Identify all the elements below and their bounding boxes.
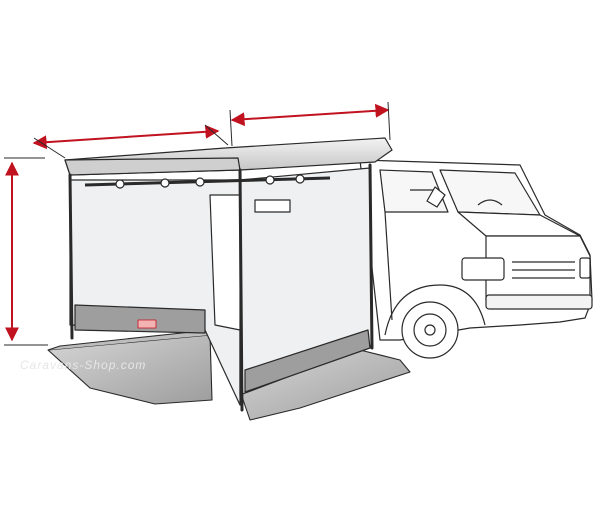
van-front — [485, 235, 591, 301]
vent-window — [254, 199, 291, 213]
door-curtain — [209, 194, 241, 331]
awning-cassette — [64, 137, 393, 176]
van-length-arrow — [230, 103, 390, 127]
headlight-right — [579, 257, 591, 279]
front-panel-skirt — [74, 304, 206, 334]
leg-right — [368, 163, 374, 350]
steering-wheel — [477, 199, 503, 206]
headlight-left — [461, 257, 505, 281]
awning-tent — [69, 167, 373, 406]
awning-front-bar — [64, 157, 241, 176]
side-panel-skirt — [244, 329, 371, 393]
side-mirror — [426, 186, 446, 208]
van — [359, 159, 593, 359]
van-bumper — [485, 294, 593, 310]
floor-skirts — [47, 329, 411, 421]
leg-left — [68, 173, 74, 340]
roof-rail — [84, 176, 331, 187]
product-label — [137, 319, 157, 329]
dimension-arrows — [4, 101, 391, 346]
leg-middle — [238, 168, 244, 412]
van-grille — [512, 261, 575, 279]
awning-width-arrow — [32, 124, 220, 150]
support-legs — [68, 163, 374, 412]
